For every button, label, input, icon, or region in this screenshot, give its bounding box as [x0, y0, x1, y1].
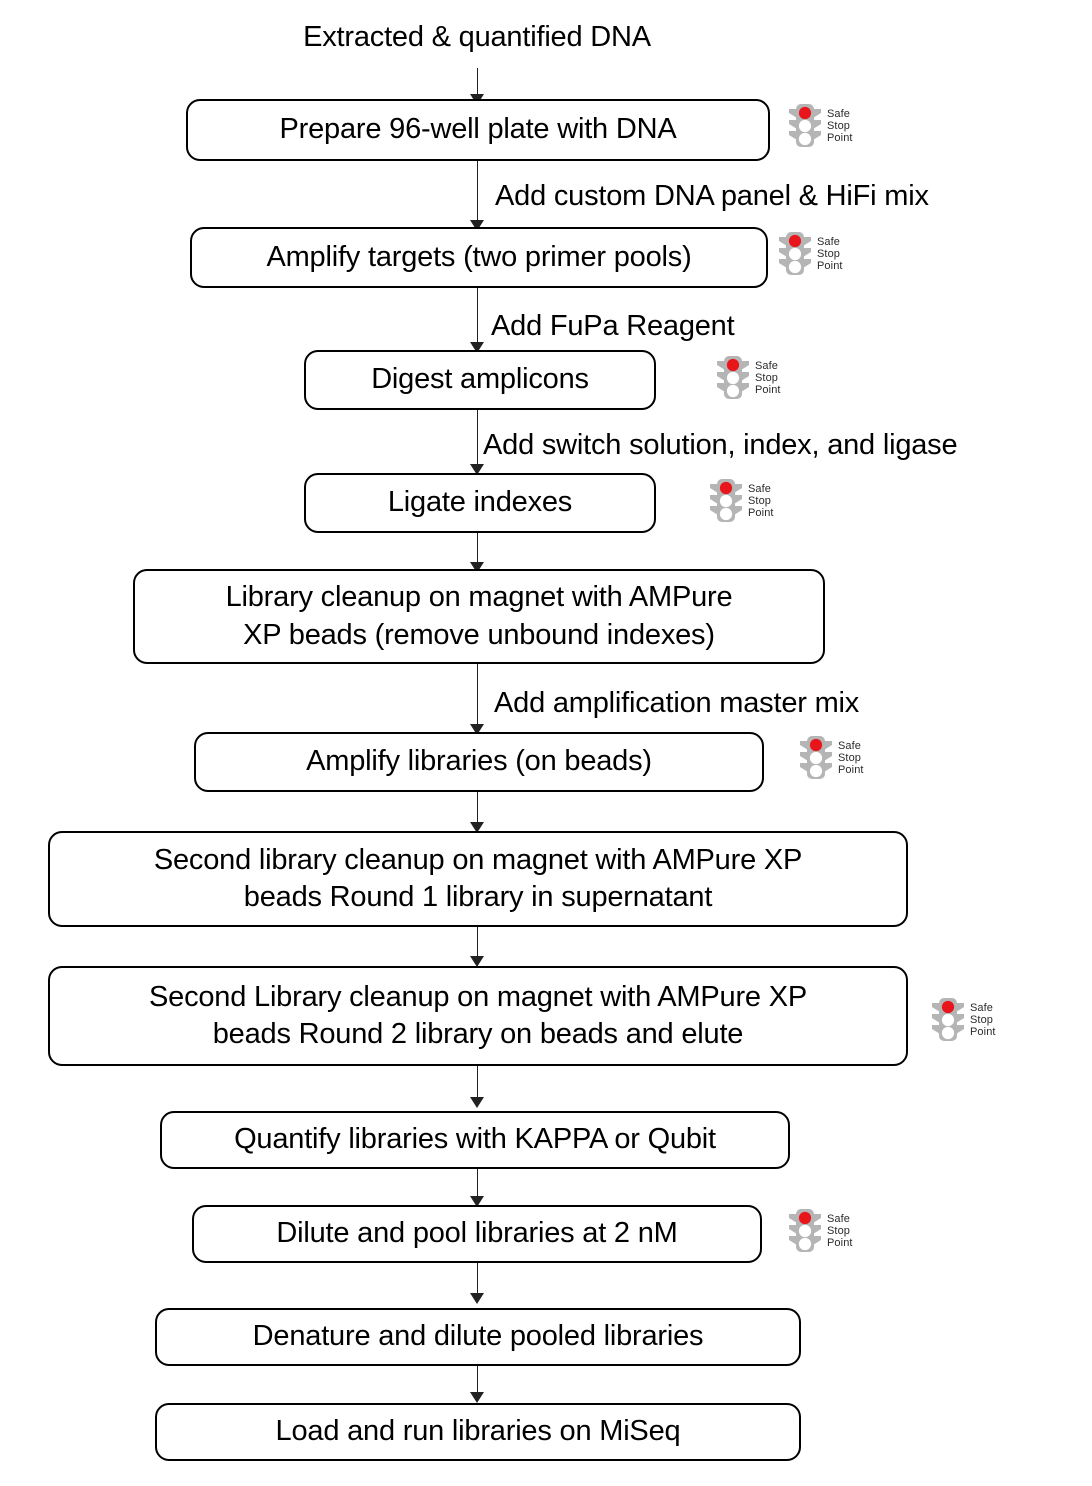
safe-stop-point-label-line-3: Point [838, 764, 864, 777]
safe-stop-point-label-line-2: Stop [748, 494, 772, 507]
connector-title-to-prepare [477, 68, 478, 98]
edge-label-add-amplification-master-mix: Add amplification master mix [494, 687, 860, 719]
safe-stop-point-label-line-1: Safe [827, 1212, 851, 1225]
connector-amplify-to-digest [477, 288, 478, 350]
safe-stop-point-label-line-1: Safe [970, 1001, 994, 1014]
arrowhead-denature-to-load [470, 1392, 484, 1403]
arrowhead-amplifylib-to-r1 [470, 822, 484, 833]
flow-node-label: Library cleanup on magnet with AMPure XP… [225, 581, 733, 651]
flow-node-digest-amplicons[interactable]: Digest amplicons [304, 350, 656, 410]
arrowhead-dilute-to-denature [470, 1293, 484, 1304]
safe-stop-point-label-line-3: Point [755, 384, 781, 397]
safe-stop-point-label-line-3: Point [827, 132, 853, 145]
connector-denature-to-load [477, 1365, 478, 1398]
traffic-light-icon [714, 355, 752, 401]
flow-node-ligate-indexes[interactable]: Ligate indexes [304, 473, 656, 533]
flow-node-second-cleanup-round2[interactable]: Second Library cleanup on magnet with AM… [48, 966, 908, 1066]
arrowhead-quantify-to-dilute [470, 1196, 484, 1207]
safe-stop-point-label-line-1: Safe [755, 359, 779, 372]
connector-r2-to-quantify [477, 1065, 478, 1106]
flow-node-second-cleanup-round1[interactable]: Second library cleanup on magnet with AM… [48, 831, 908, 927]
flow-node-label: Second library cleanup on magnet with AM… [153, 843, 803, 913]
flow-node-prepare-plate[interactable]: Prepare 96-well plate with DNA [186, 99, 770, 161]
flow-node-library-cleanup[interactable]: Library cleanup on magnet with AMPure XP… [133, 569, 825, 664]
connector-r1-to-r2 [477, 927, 478, 965]
traffic-light-icon [929, 997, 967, 1043]
safe-stop-point-label-line-3: Point [970, 1026, 996, 1039]
flow-node-label: Load and run libraries on MiSeq [275, 1415, 681, 1448]
arrowhead-amplify-to-digest [470, 342, 484, 353]
safe-stop-point-label-line-3: Point [748, 507, 774, 520]
flow-node-label: Ligate indexes [387, 486, 573, 519]
flow-node-label: Denature and dilute pooled libraries [252, 1320, 704, 1353]
connector-dilute-to-denature [477, 1263, 478, 1300]
safe-stop-point-label-line-2: Stop [755, 371, 779, 384]
arrowhead-cleanup-to-amplifylib [470, 724, 484, 735]
edge-label-add-custom-dna-panel: Add custom DNA panel & HiFi mix [495, 180, 929, 212]
traffic-light-icon [797, 735, 835, 781]
connector-digest-to-ligate [477, 410, 478, 472]
flow-node-label: Second Library cleanup on magnet with AM… [149, 980, 807, 1050]
safe-stop-point-label-line-2: Stop [838, 751, 862, 764]
flow-node-label: Amplify libraries (on beads) [306, 745, 652, 778]
flow-node-denature-dilute[interactable]: Denature and dilute pooled libraries [155, 1308, 801, 1366]
safe-stop-point-label-line-2: Stop [970, 1013, 994, 1026]
connector-quantify-to-dilute [477, 1168, 478, 1203]
arrowhead-r2-to-quantify [470, 1097, 484, 1108]
flow-node-label: Quantify libraries with KAPPA or Qubit [234, 1123, 716, 1156]
flow-node-label: Prepare 96-well plate with DNA [279, 113, 677, 146]
safe-stop-point-label-line-3: Point [817, 260, 843, 273]
safe-stop-point-label-line-1: Safe [817, 235, 841, 248]
flow-node-dilute-pool[interactable]: Dilute and pool libraries at 2 nM [192, 1205, 762, 1263]
safe-stop-point-label-line-1: Safe [827, 107, 851, 120]
traffic-light-icon [707, 478, 745, 524]
diagram-title: Extracted & quantified DNA [303, 21, 651, 53]
connector-cleanup-to-amplifylib [477, 664, 478, 730]
flow-node-load-run[interactable]: Load and run libraries on MiSeq [155, 1403, 801, 1461]
arrowhead-r1-to-r2 [470, 956, 484, 967]
arrowhead-prepare-to-amplify [470, 220, 484, 231]
safe-stop-point-label-line-2: Stop [827, 119, 851, 132]
flow-node-amplify-targets[interactable]: Amplify targets (two primer pools) [190, 227, 768, 288]
arrowhead-ligate-to-cleanup [470, 562, 484, 573]
flow-node-label: Digest amplicons [371, 363, 589, 396]
traffic-light-icon [786, 1208, 824, 1254]
safe-stop-point-label-line-1: Safe [838, 739, 862, 752]
traffic-light-icon [786, 103, 824, 149]
flow-node-label: Dilute and pool libraries at 2 nM [276, 1217, 678, 1250]
arrowhead-digest-to-ligate [470, 464, 484, 475]
safe-stop-point-label-line-3: Point [827, 1237, 853, 1250]
edge-label-add-switch-solution: Add switch solution, index, and ligase [483, 429, 958, 461]
edge-label-add-fupa-reagent: Add FuPa Reagent [491, 310, 735, 342]
flow-node-amplify-libraries[interactable]: Amplify libraries (on beads) [194, 732, 764, 792]
flow-node-quantify-libraries[interactable]: Quantify libraries with KAPPA or Qubit [160, 1111, 790, 1169]
safe-stop-point-label-line-2: Stop [817, 247, 841, 260]
connector-amplifylib-to-r1 [477, 791, 478, 831]
safe-stop-point-label-line-1: Safe [748, 482, 772, 495]
connector-prepare-to-amplify [477, 161, 478, 226]
connector-ligate-to-cleanup [477, 533, 478, 571]
traffic-light-icon [776, 231, 814, 277]
safe-stop-point-label-line-2: Stop [827, 1224, 851, 1237]
flow-node-label: Amplify targets (two primer pools) [266, 240, 692, 273]
